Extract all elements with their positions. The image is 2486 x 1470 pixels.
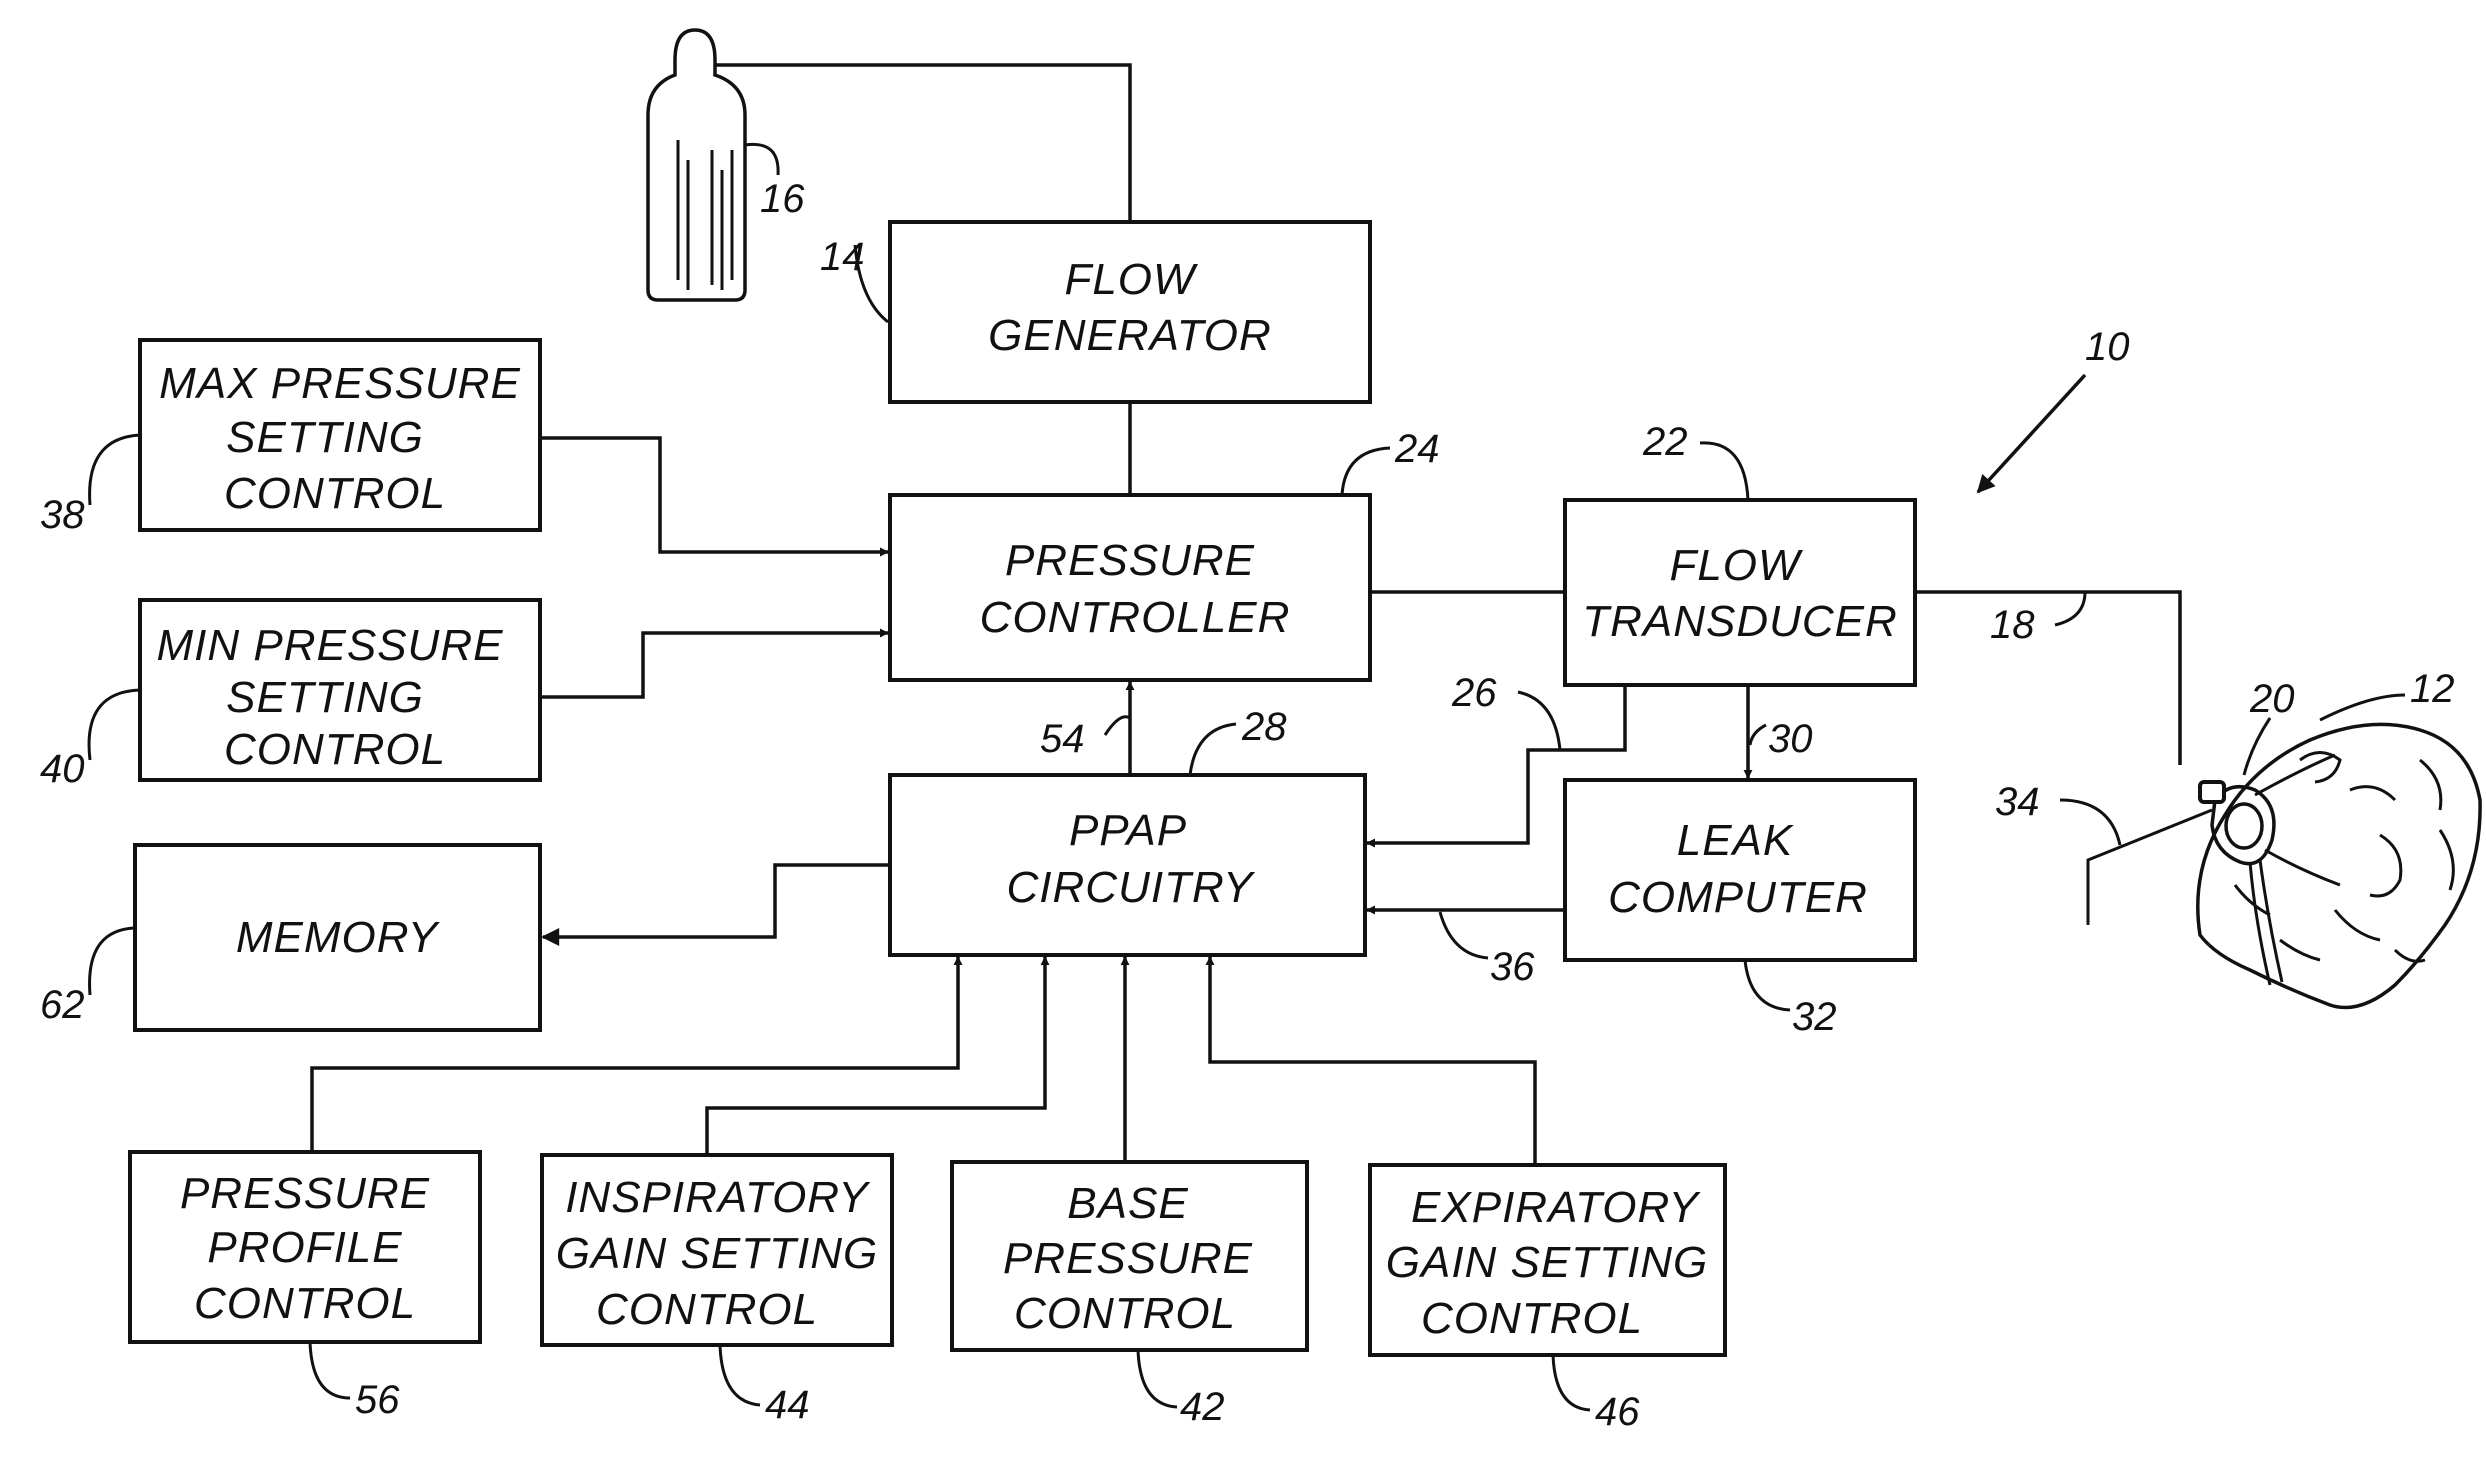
expiratory-gain-label-2: GAIN SETTING: [1386, 1238, 1708, 1287]
ppap-circuitry-label-2: CIRCUITRY: [1007, 863, 1256, 912]
ref-34: 34: [1995, 780, 2040, 824]
flow-transducer-label-2: TRANSDUCER: [1582, 597, 1898, 646]
transducer-to-patient-line: [1915, 592, 2180, 765]
pressure-controller-box: PRESSURE CONTROLLER: [890, 495, 1370, 680]
max-pressure-label-3: CONTROL: [224, 469, 446, 518]
ref-42: 42: [1180, 1385, 1225, 1429]
max-pressure-to-controller-arrow: [540, 438, 888, 552]
min-pressure-label-2: SETTING: [226, 673, 424, 722]
ref-30: 30: [1768, 717, 1813, 761]
base-pressure-label-1: BASE: [1067, 1179, 1188, 1228]
ref-28: 28: [1241, 705, 1287, 749]
leak-computer-label-2: COMPUTER: [1608, 873, 1868, 922]
ref-12: 12: [2410, 667, 2455, 711]
ref-38: 38: [40, 493, 85, 537]
memory-label: MEMORY: [236, 913, 440, 962]
base-pressure-control-box: BASE PRESSURE CONTROL: [952, 1162, 1307, 1350]
ppap-circuitry-box: PPAP CIRCUITRY: [890, 775, 1365, 955]
flow-generator-label-2: GENERATOR: [988, 311, 1272, 360]
max-pressure-label-2: SETTING: [226, 413, 424, 462]
leak-computer-box: LEAK COMPUTER: [1565, 780, 1915, 960]
ref-46: 46: [1595, 1390, 1640, 1434]
expiratory-gain-to-ppap-arrow: [1210, 957, 1535, 1165]
flow-transducer-label-1: FLOW: [1669, 541, 1803, 590]
ref-40: 40: [40, 747, 85, 791]
ref-20: 20: [2249, 677, 2295, 721]
ref-22: 22: [1642, 420, 1688, 464]
ref-26: 26: [1451, 671, 1497, 715]
ref-36: 36: [1490, 945, 1535, 989]
max-pressure-setting-control-box: MAX PRESSURE SETTING CONTROL: [140, 340, 540, 530]
pressure-profile-label-1: PRESSURE: [180, 1169, 430, 1218]
gas-cylinder-icon: [648, 30, 745, 300]
system-pointer-arrow: [1978, 375, 2085, 492]
inspiratory-gain-label-2: GAIN SETTING: [556, 1229, 878, 1278]
inspiratory-gain-label-3: CONTROL: [596, 1285, 818, 1334]
pressure-controller-label-2: CONTROLLER: [980, 593, 1291, 642]
expiratory-gain-setting-control-box: EXPIRATORY GAIN SETTING CONTROL: [1370, 1165, 1725, 1355]
ref-44: 44: [765, 1383, 810, 1427]
ref-62: 62: [40, 983, 85, 1027]
max-pressure-label-1: MAX PRESSURE: [159, 359, 521, 408]
expiratory-gain-label-3: CONTROL: [1421, 1294, 1643, 1343]
min-pressure-label-1: MIN PRESSURE: [157, 621, 504, 670]
min-pressure-to-controller-arrow: [540, 633, 888, 697]
min-pressure-setting-control-box: MIN PRESSURE SETTING CONTROL: [140, 600, 540, 780]
leak-computer-label-1: LEAK: [1677, 816, 1794, 865]
ppap-to-memory-arrow: [543, 865, 890, 937]
exhaust-port-line: [2088, 810, 2212, 925]
pressure-profile-label-3: CONTROL: [194, 1279, 416, 1328]
pressure-profile-control-box: PRESSURE PROFILE CONTROL: [130, 1152, 480, 1342]
ref-10: 10: [2085, 325, 2130, 369]
ppap-circuitry-label-1: PPAP: [1069, 806, 1187, 855]
nasal-mask-icon: [2200, 755, 2340, 985]
base-pressure-label-3: CONTROL: [1014, 1289, 1236, 1338]
pressure-controller-label-1: PRESSURE: [1005, 536, 1255, 585]
min-pressure-label-3: CONTROL: [224, 725, 446, 774]
expiratory-gain-label-1: EXPIRATORY: [1411, 1183, 1701, 1232]
ref-32: 32: [1792, 995, 1837, 1039]
ref-16: 16: [760, 177, 805, 221]
base-pressure-label-2: PRESSURE: [1003, 1234, 1253, 1283]
inspiratory-gain-to-ppap-arrow: [707, 957, 1045, 1155]
pressure-profile-label-2: PROFILE: [207, 1223, 402, 1272]
ref-56: 56: [355, 1378, 400, 1422]
patient-head-icon: [2198, 724, 2480, 1007]
memory-box: MEMORY: [135, 845, 540, 1030]
inspiratory-gain-setting-control-box: INSPIRATORY GAIN SETTING CONTROL: [542, 1155, 892, 1345]
flow-generator-label-1: FLOW: [1064, 255, 1198, 304]
flow-generator-box: FLOW GENERATOR: [890, 222, 1370, 402]
ref-54: 54: [1040, 717, 1085, 761]
flow-transducer-box: FLOW TRANSDUCER: [1565, 500, 1915, 685]
ref-18: 18: [1990, 603, 2035, 647]
ref-24: 24: [1394, 427, 1440, 471]
inspiratory-gain-label-1: INSPIRATORY: [565, 1173, 870, 1222]
